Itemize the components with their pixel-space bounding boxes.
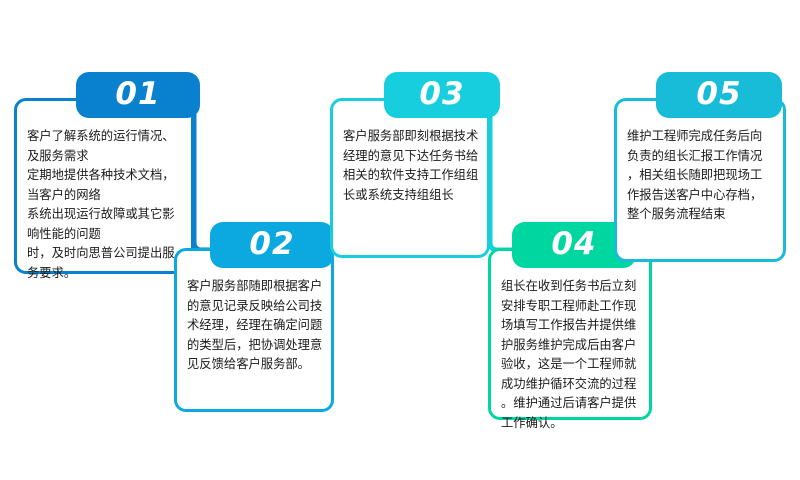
step-02-number: 02	[249, 225, 295, 262]
step-03-number: 03	[419, 75, 465, 112]
step-01-card: 客户了解系统的运行情况、 及服务需求 定期地提供各种技术文档， 当客户的网络 系…	[14, 98, 194, 280]
step-03-text: 客户服务部即刻根据技术 经理的意见下达任务书给 相关的软件支持工作组组 长或系统…	[343, 129, 479, 202]
step-01-number-tab[interactable]: 01	[76, 72, 200, 118]
step-05-number: 05	[696, 75, 742, 112]
step-01-number: 01	[115, 75, 161, 112]
step-04-card: 组长在收到任务书后立刻 安排专职工程师赴工作现 场填写工作报告并提供维 护服务维…	[488, 248, 652, 430]
step-04-text: 组长在收到任务书后立刻 安排专职工程师赴工作现 场填写工作报告并提供维 护服务维…	[501, 279, 637, 430]
step-05-number-tab[interactable]: 05	[656, 72, 782, 118]
step-05-card: 维护工程师完成任务后向 负责的组长汇报工作情况 ，相关组长随即把现场工 作报告送…	[614, 98, 786, 262]
step-02-text: 客户服务部随即根据客户 的意见记录反映给公司技 术经理，经理在确定问题 的类型后…	[187, 279, 323, 371]
step-01-text: 客户了解系统的运行情况、 及服务需求 定期地提供各种技术文档， 当客户的网络 系…	[27, 129, 175, 280]
step-02-number-tab[interactable]: 02	[210, 222, 334, 268]
step-05-text: 维护工程师完成任务后向 负责的组长汇报工作情况 ，相关组长随即把现场工 作报告送…	[627, 129, 763, 221]
connector-3-4	[487, 100, 512, 253]
step-03-number-tab[interactable]: 03	[384, 72, 500, 118]
step-03-card: 客户服务部即刻根据技术 经理的意见下达任务书给 相关的软件支持工作组组 长或系统…	[330, 98, 490, 258]
step-02-card: 客户服务部随即根据客户 的意见记录反映给公司技 术经理，经理在确定问题 的类型后…	[174, 248, 334, 412]
step-04-number: 04	[551, 225, 597, 262]
